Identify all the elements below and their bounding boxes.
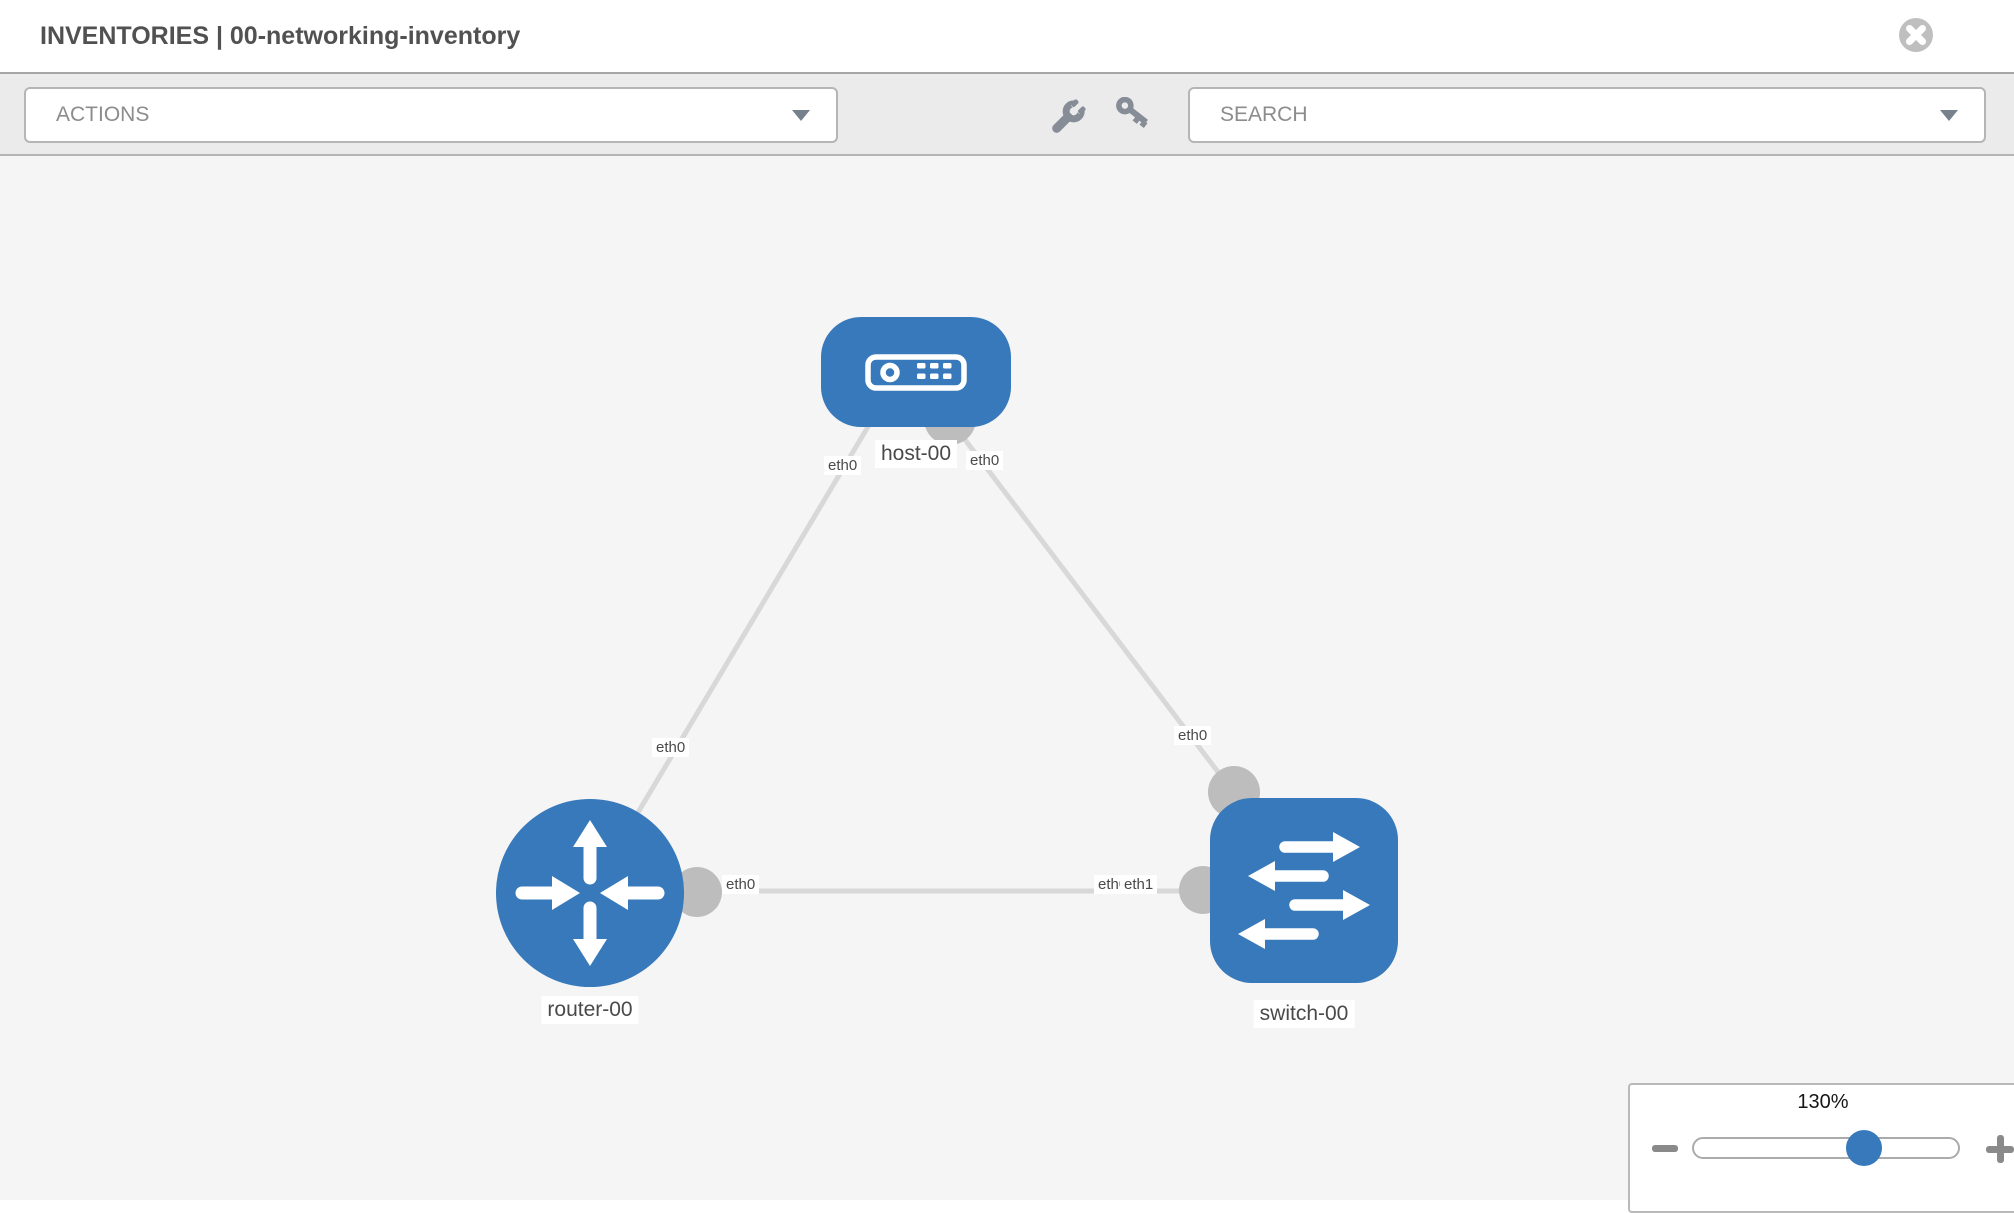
search-placeholder: SEARCH: [1220, 103, 1308, 126]
node-host[interactable]: [821, 317, 1011, 427]
chevron-down-icon: [792, 110, 810, 121]
switch-icon: [1238, 832, 1370, 949]
toolbar: ACTIONS SEARCH: [0, 72, 2014, 156]
if-label-switch-to-router: eth1: [1120, 875, 1158, 894]
header: INVENTORIES | 00-networking-inventory: [0, 0, 2014, 72]
if-label-router-to-switch: eth0: [722, 875, 760, 894]
node-label-host: host-00: [874, 440, 958, 468]
actions-dropdown[interactable]: ACTIONS: [24, 87, 838, 143]
wrench-icon: [1052, 98, 1086, 133]
if-label-host-to-switch: eth0: [966, 451, 1004, 470]
if-label-switch-to-host: eth0: [1174, 726, 1212, 745]
chevron-down-icon: [1940, 110, 1958, 121]
close-button[interactable]: [1898, 17, 1934, 53]
key-icon: [1116, 96, 1148, 128]
node-switch[interactable]: [1210, 798, 1398, 983]
if-label-router-to-host: eth0: [652, 738, 690, 757]
router-icon: [515, 820, 665, 966]
node-router[interactable]: [496, 799, 684, 987]
if-label-host-to-router: eth0: [824, 456, 862, 475]
zoom-out-button[interactable]: [1652, 1145, 1678, 1152]
credentials-key-button[interactable]: [1114, 96, 1158, 140]
page-title: INVENTORIES | 00-networking-inventory: [40, 22, 521, 50]
interface-dot-router: [672, 867, 722, 917]
search-dropdown[interactable]: SEARCH: [1188, 87, 1986, 143]
zoom-slider-handle[interactable]: [1846, 1130, 1882, 1166]
zoom-panel: 130%: [1628, 1083, 2014, 1213]
zoom-level-text: 130%: [1797, 1091, 1849, 1113]
close-icon: [1899, 18, 1933, 52]
zoom-slider-track[interactable]: [1692, 1137, 1960, 1159]
node-label-switch: switch-00: [1253, 1000, 1355, 1028]
configure-tools-button[interactable]: [1046, 96, 1090, 140]
host-icon: [865, 354, 967, 391]
zoom-in-button[interactable]: [1986, 1135, 2014, 1163]
topology-canvas[interactable]: [0, 156, 2014, 1200]
actions-dropdown-label: ACTIONS: [56, 103, 150, 126]
node-label-router: router-00: [541, 996, 639, 1024]
